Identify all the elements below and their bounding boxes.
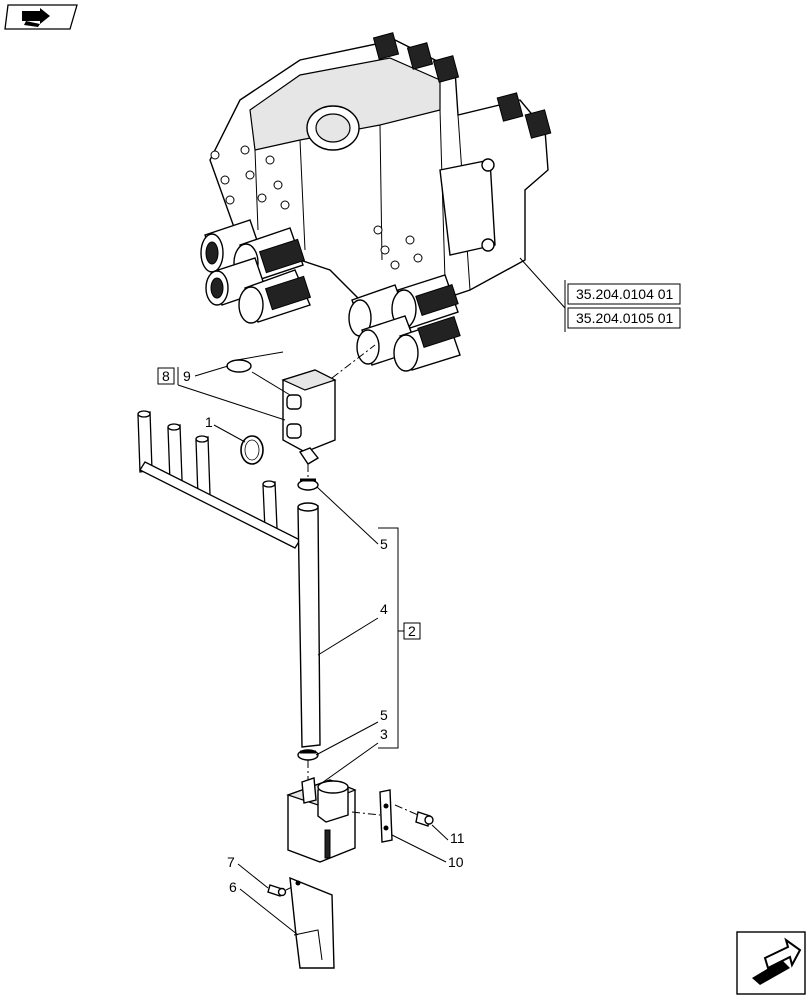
reference-box-2[interactable]: 35.204.0105 01 — [567, 307, 681, 329]
hose — [297, 502, 321, 748]
callout-4-label: 4 — [380, 601, 388, 617]
bolt — [415, 811, 434, 827]
valve-module — [281, 369, 337, 465]
reference-label-1: 35.204.0104 01 — [576, 286, 674, 302]
control-valve-assembly — [200, 32, 552, 372]
callout-10-label: 10 — [448, 854, 464, 870]
callout-8[interactable]: 8 — [157, 367, 175, 385]
callout-6-label: 6 — [229, 879, 237, 895]
callout-5-upper-label: 5 — [380, 536, 388, 552]
callout-2[interactable]: 2 — [403, 622, 421, 640]
callout-5-lower-label: 5 — [380, 707, 388, 723]
callout-9-label: 9 — [183, 368, 191, 384]
hose-clip-upper — [297, 478, 319, 491]
mounting-bracket — [379, 789, 393, 843]
callout-2-label: 2 — [408, 623, 416, 639]
o-ring-upper — [226, 359, 252, 373]
filter-housing — [286, 777, 357, 863]
callout-3-label: 3 — [380, 726, 388, 742]
callout-11-label: 11 — [450, 830, 465, 846]
reference-box-1[interactable]: 35.204.0104 01 — [567, 283, 681, 305]
guard-plate — [289, 876, 335, 969]
hose-clip-lower — [297, 749, 319, 761]
book-arrow-icon[interactable] — [4, 4, 78, 30]
breather-manifold — [137, 410, 301, 549]
reference-label-2: 35.204.0105 01 — [576, 310, 674, 326]
callout-7-label: 7 — [227, 854, 235, 870]
callout-8-label: 8 — [162, 368, 170, 384]
callout-1-label: 1 — [205, 414, 213, 430]
seal-ring — [240, 435, 264, 465]
screw — [267, 884, 287, 897]
next-page-arrow-icon[interactable] — [736, 931, 806, 995]
